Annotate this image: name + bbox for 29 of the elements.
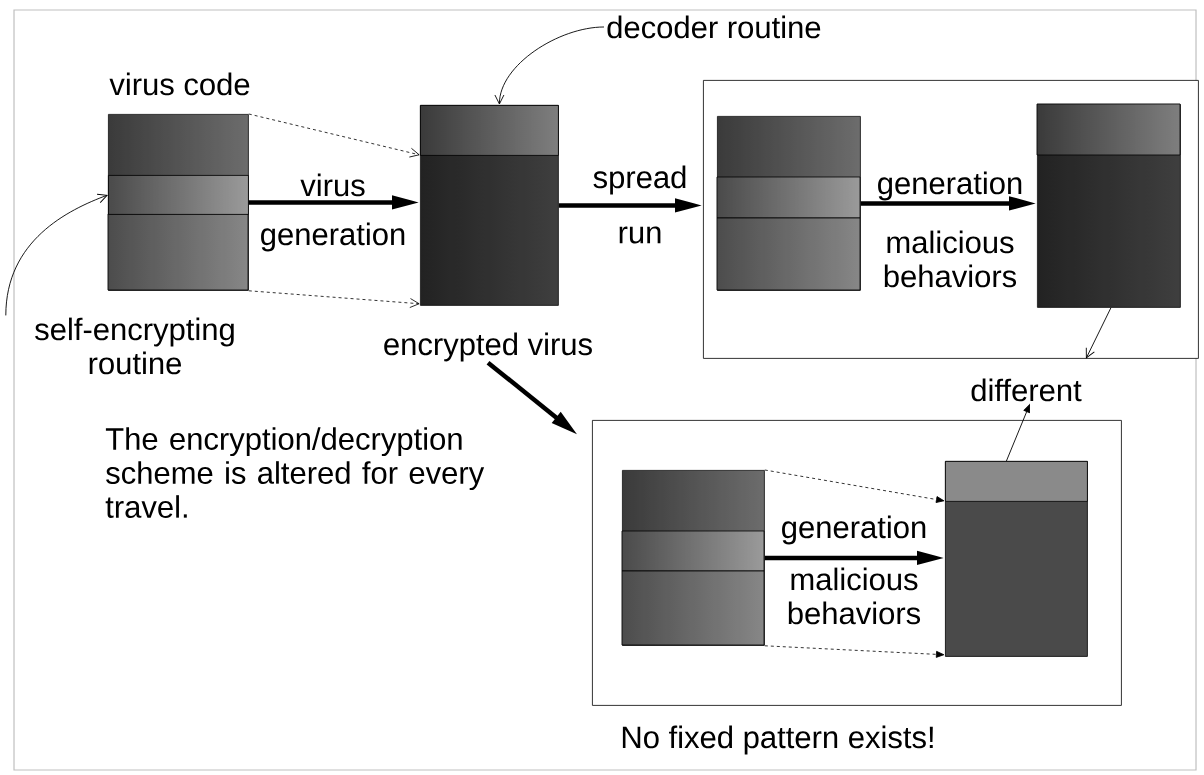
block-heading: encrypted virus bbox=[384, 332, 592, 362]
leader-text: different bbox=[971, 378, 1082, 402]
block-heading: virus code bbox=[109, 72, 250, 96]
leader-line bbox=[5, 193, 108, 316]
dashed-arrow bbox=[248, 113, 420, 158]
arrow-caption: malicious behaviors bbox=[884, 230, 1017, 288]
arrow-caption: generation bbox=[261, 222, 405, 252]
leader-line bbox=[1085, 307, 1112, 359]
code-block bbox=[716, 116, 861, 291]
edge-label: virus bbox=[300, 173, 365, 197]
code-block bbox=[1036, 103, 1181, 308]
code-segment bbox=[420, 105, 559, 156]
edge-label: spread bbox=[593, 165, 686, 195]
leader-text: self-encrypting routine bbox=[35, 317, 234, 375]
edge-label: generation bbox=[782, 515, 926, 545]
code-segment bbox=[945, 461, 1088, 502]
leader-line bbox=[494, 26, 605, 105]
dashed-arrow bbox=[764, 469, 945, 503]
code-segment bbox=[108, 175, 249, 215]
arrow-caption: run bbox=[619, 226, 661, 244]
note-text: No fixed pattern exists! bbox=[622, 725, 933, 755]
note-text: The encryption/decryption scheme is altered for every travel. bbox=[105, 427, 485, 518]
dashed-arrow bbox=[764, 645, 945, 658]
leader-line bbox=[1005, 404, 1030, 462]
dashed-arrow bbox=[248, 290, 420, 308]
arrow-caption: malicious behaviors bbox=[788, 567, 921, 625]
leader-text: decoder routine bbox=[607, 15, 821, 39]
edge-label: generation bbox=[878, 171, 1022, 201]
code-block bbox=[621, 470, 765, 646]
